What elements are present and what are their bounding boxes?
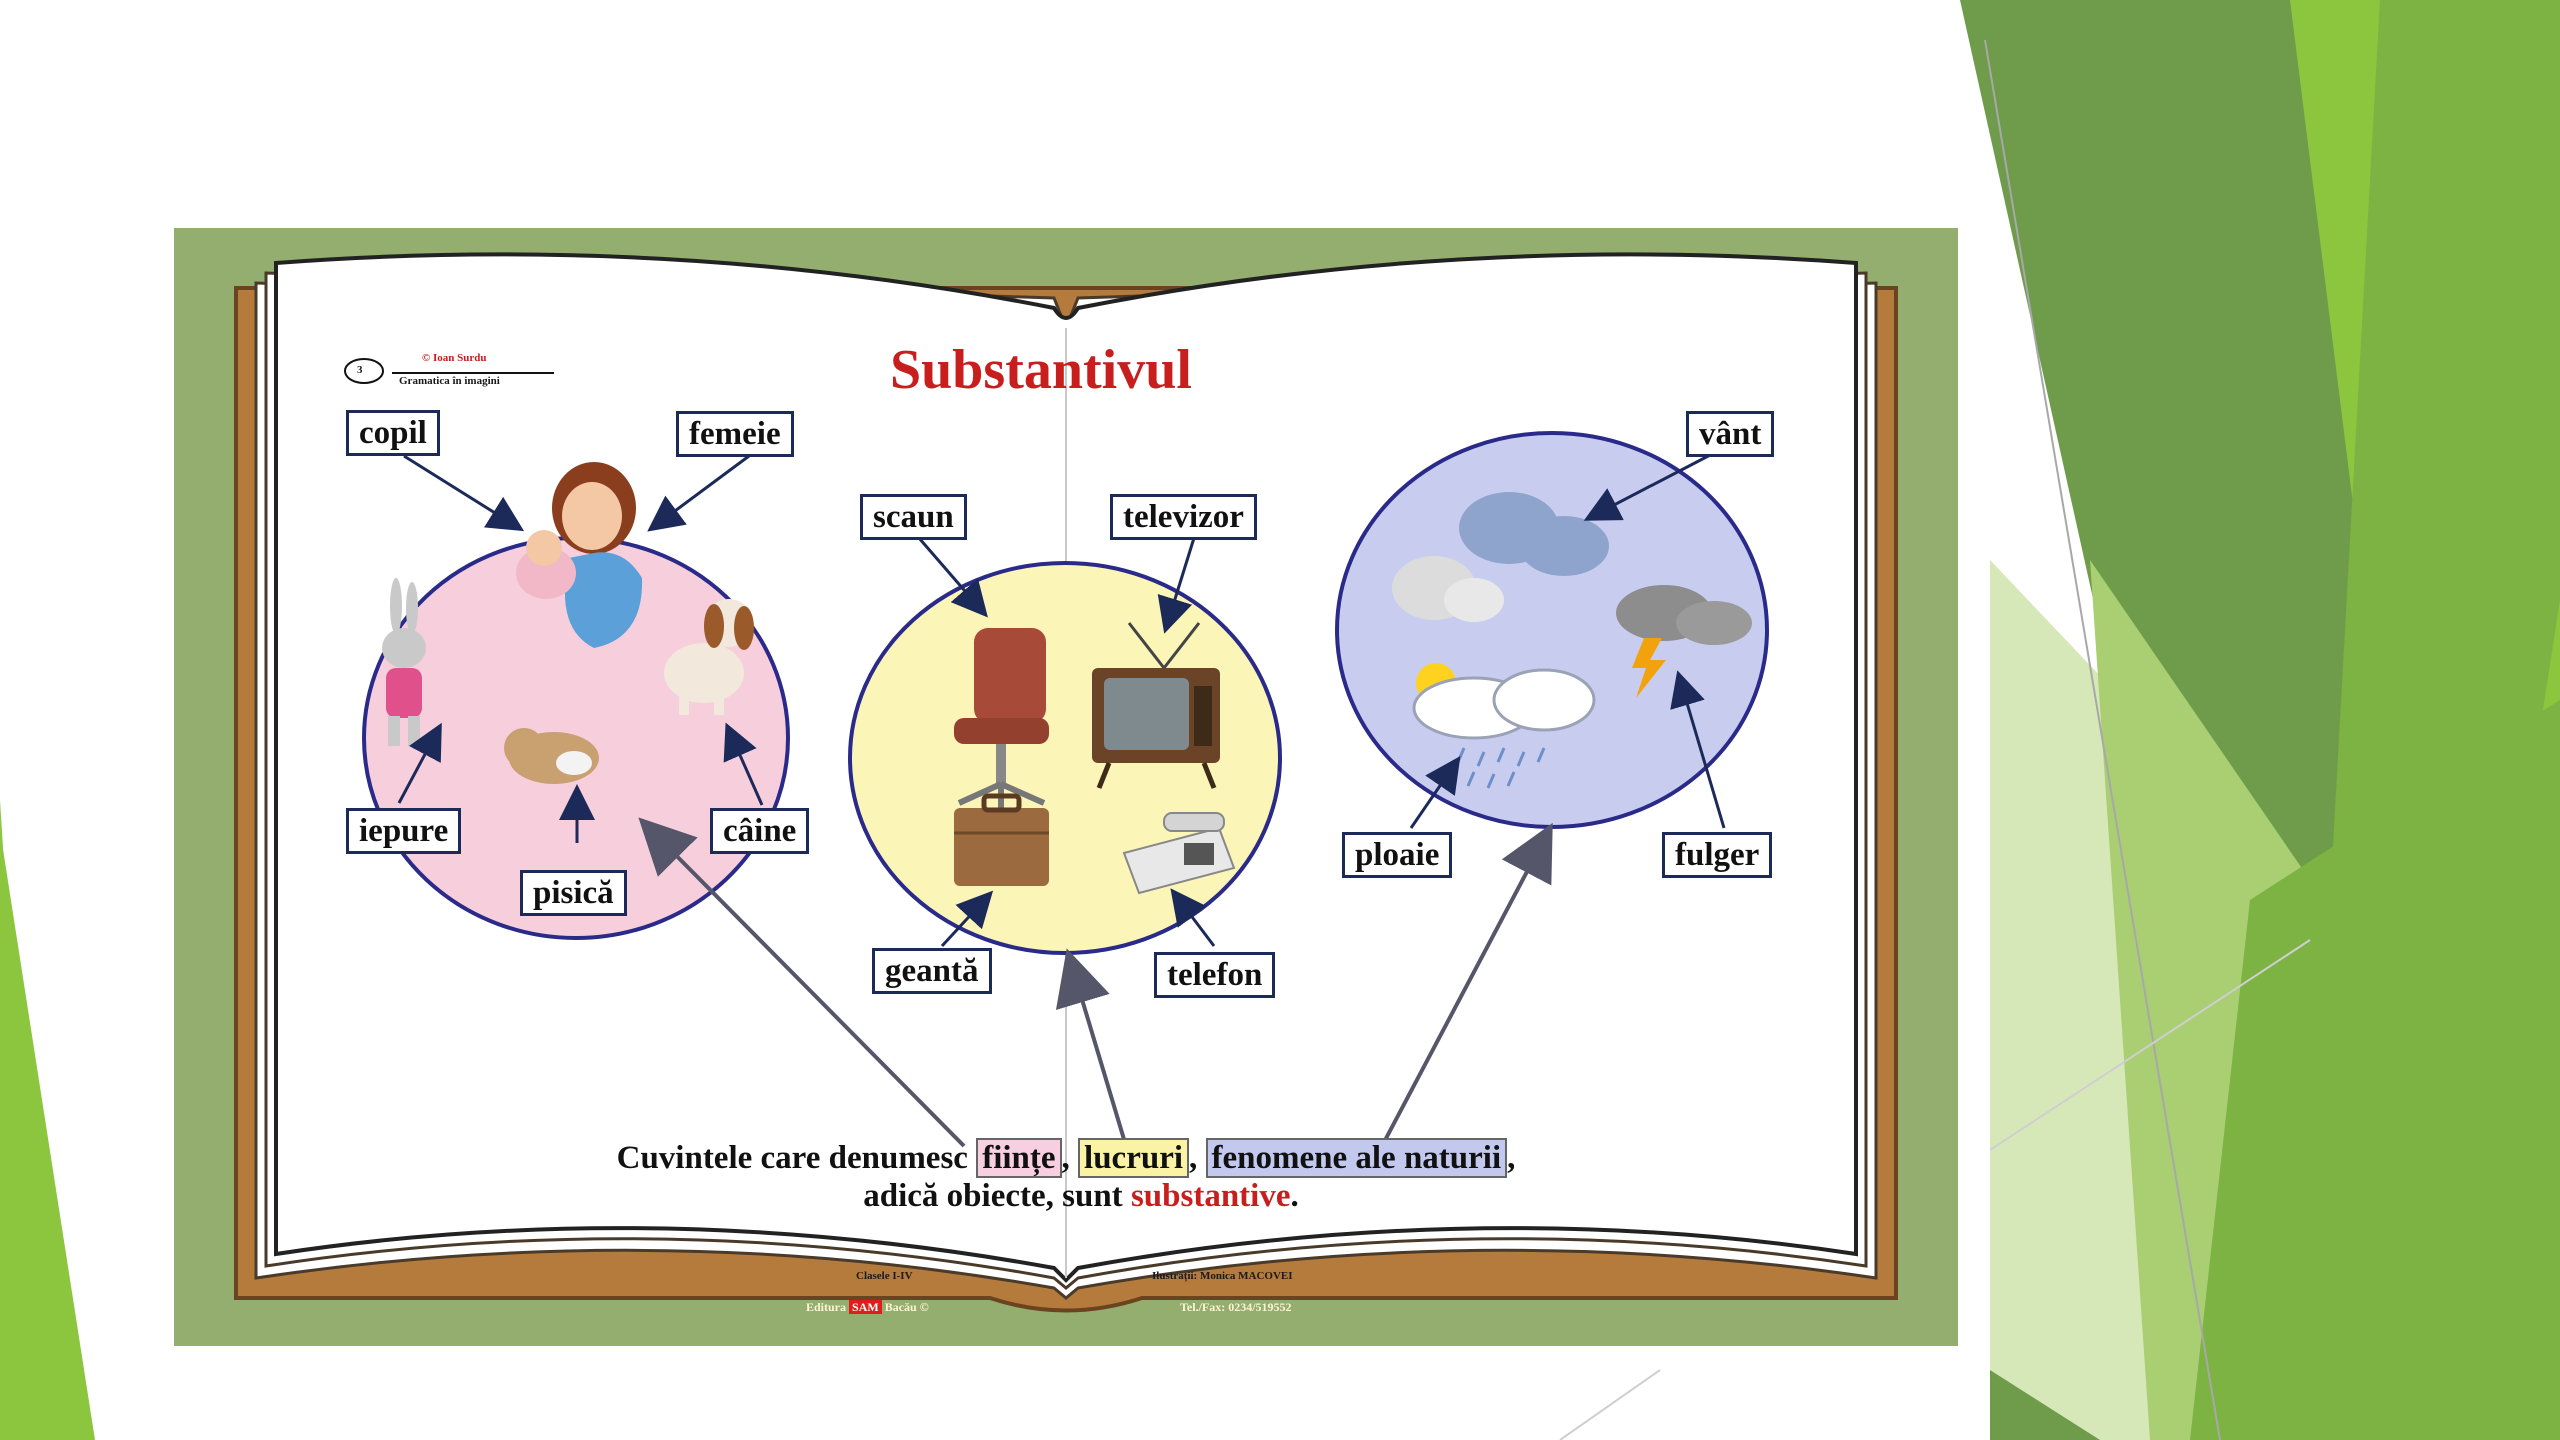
caption-period: . [1290, 1178, 1299, 1214]
arrow-lucruri [1055, 948, 1128, 1147]
arrow-televizor [1157, 537, 1196, 634]
arrow-vant [1583, 451, 1715, 521]
label-femeie: femeie [676, 411, 794, 457]
arrow-ploaie [1409, 756, 1461, 829]
arrow-fenomene [1380, 822, 1553, 1147]
rain-cloud-icon [1412, 663, 1596, 789]
highlight-fiinte: ființe [976, 1138, 1062, 1178]
label-ploaie: ploaie [1342, 832, 1453, 878]
arrow-copil [403, 454, 525, 532]
label-copil: copil [346, 410, 440, 456]
label-telefon: telefon [1154, 952, 1276, 998]
caption-line-1: Cuvintele care denumesc ființe, lucruri,… [174, 1138, 1958, 1178]
footer-publisher: Editura SAM Bacău © [806, 1300, 929, 1315]
television-icon [1092, 622, 1220, 789]
label-vant: vânt [1686, 411, 1775, 457]
desk-phone-icon [1122, 812, 1236, 895]
highlight-lucruri: lucruri [1078, 1138, 1190, 1178]
footer-classes: Clasele I-IV [856, 1270, 913, 1282]
woman-with-baby-icon [516, 462, 643, 648]
label-pisica: pisică [520, 870, 627, 916]
label-scaun: scaun [860, 494, 967, 540]
caption-substantive: substantive [1130, 1178, 1291, 1214]
page-title: Substantivul [890, 339, 1192, 401]
publisher-badge: SAM [849, 1300, 882, 1314]
arrow-telefon [1170, 888, 1216, 947]
arrow-geanta [940, 890, 994, 948]
puppy-icon [664, 599, 754, 715]
label-televizor: televizor [1110, 494, 1257, 540]
office-chair-icon [954, 628, 1049, 808]
arrow-fiinte [638, 817, 966, 1148]
caption-line2-prefix: adică obiecte, sunt [863, 1178, 1123, 1214]
briefcase-icon [954, 793, 1049, 886]
label-geanta: geantă [872, 948, 992, 994]
publisher-prefix: Editura [806, 1300, 847, 1314]
label-caine: câine [710, 808, 810, 854]
arrow-caine [723, 722, 764, 806]
caption-comma-2: , [1189, 1140, 1198, 1176]
highlight-fenomene: fenomene ale naturii [1205, 1138, 1508, 1178]
series-name: Gramatica în imagini [399, 375, 500, 387]
arrow-femeie [647, 454, 750, 532]
arrow-iepure [397, 722, 442, 804]
wind-cloud-icon [1392, 492, 1609, 622]
book-drawing [174, 228, 1958, 1346]
label-fulger: fulger [1662, 832, 1773, 878]
book-illustration: 3 © Ioan Surdu Gramatica în imagini Subs… [174, 228, 1958, 1346]
caption-comma-3: , [1507, 1140, 1516, 1176]
footer-contact: Tel./Fax: 0234/519552 [1180, 1300, 1292, 1314]
arrow-fulger [1670, 670, 1726, 829]
footer-illustrator: Ilustrații: Monica MACOVEI [1152, 1270, 1293, 1282]
caption-prefix: Cuvintele care denumesc [616, 1140, 968, 1176]
page-number-badge: 3 [357, 364, 363, 376]
kitten-icon [504, 728, 599, 784]
caption-comma-1: , [1061, 1140, 1070, 1176]
label-iepure: iepure [346, 808, 462, 854]
caption-line-2: adică obiecte, sunt substantive. [189, 1178, 1973, 1215]
arrow-scaun [917, 537, 988, 618]
copyright-author: © Ioan Surdu [422, 352, 487, 364]
thunder-cloud-icon [1616, 585, 1752, 698]
publisher-suffix: Bacău © [884, 1300, 929, 1314]
